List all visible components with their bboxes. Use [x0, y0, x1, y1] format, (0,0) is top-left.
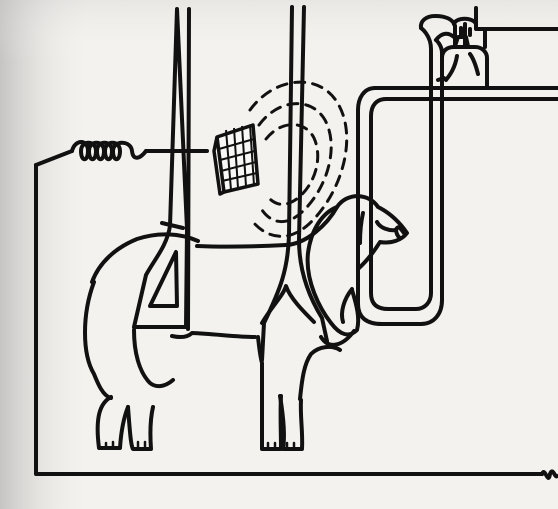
figure-stage: [0, 0, 558, 509]
apparatus-diagram: [0, 0, 558, 509]
